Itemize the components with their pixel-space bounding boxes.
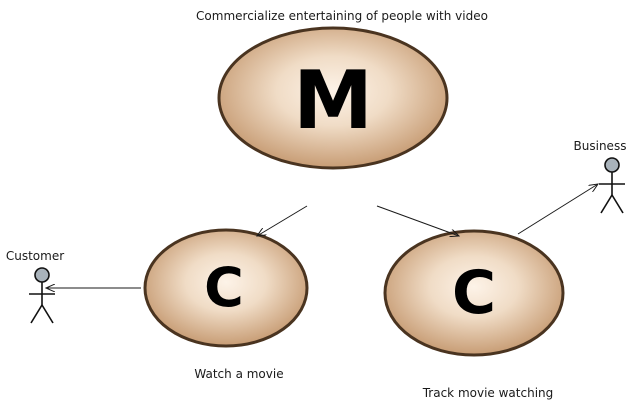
track-use-case-caption: Track movie watching xyxy=(422,386,554,400)
main-use-case-letter: M xyxy=(293,54,373,147)
business-actor-label: Business xyxy=(574,139,627,153)
arrow-main-to-track xyxy=(376,205,459,236)
business-actor-icon xyxy=(599,157,625,214)
watch-use-case-ellipse xyxy=(143,228,309,348)
customer-actor-icon xyxy=(29,267,55,324)
business-actor: Business xyxy=(574,139,627,214)
watch-use-case-caption: Watch a movie xyxy=(194,367,283,381)
customer-actor-label: Customer xyxy=(6,249,64,263)
track-use-case-ellipse xyxy=(383,229,565,357)
watch-use-case: C Watch a movie xyxy=(143,228,309,381)
main-use-case-caption: Commercialize entertaining of people wit… xyxy=(196,9,488,23)
arrow-main-to-watch xyxy=(257,205,308,236)
main-use-case: Commercialize entertaining of people wit… xyxy=(196,9,488,170)
track-use-case: C Track movie watching xyxy=(383,229,565,400)
main-use-case-ellipse xyxy=(217,26,449,170)
customer-actor: Customer xyxy=(6,249,64,324)
watch-use-case-letter: C xyxy=(204,256,244,319)
arrow-track-to-business xyxy=(517,184,598,235)
track-use-case-letter: C xyxy=(452,258,496,328)
